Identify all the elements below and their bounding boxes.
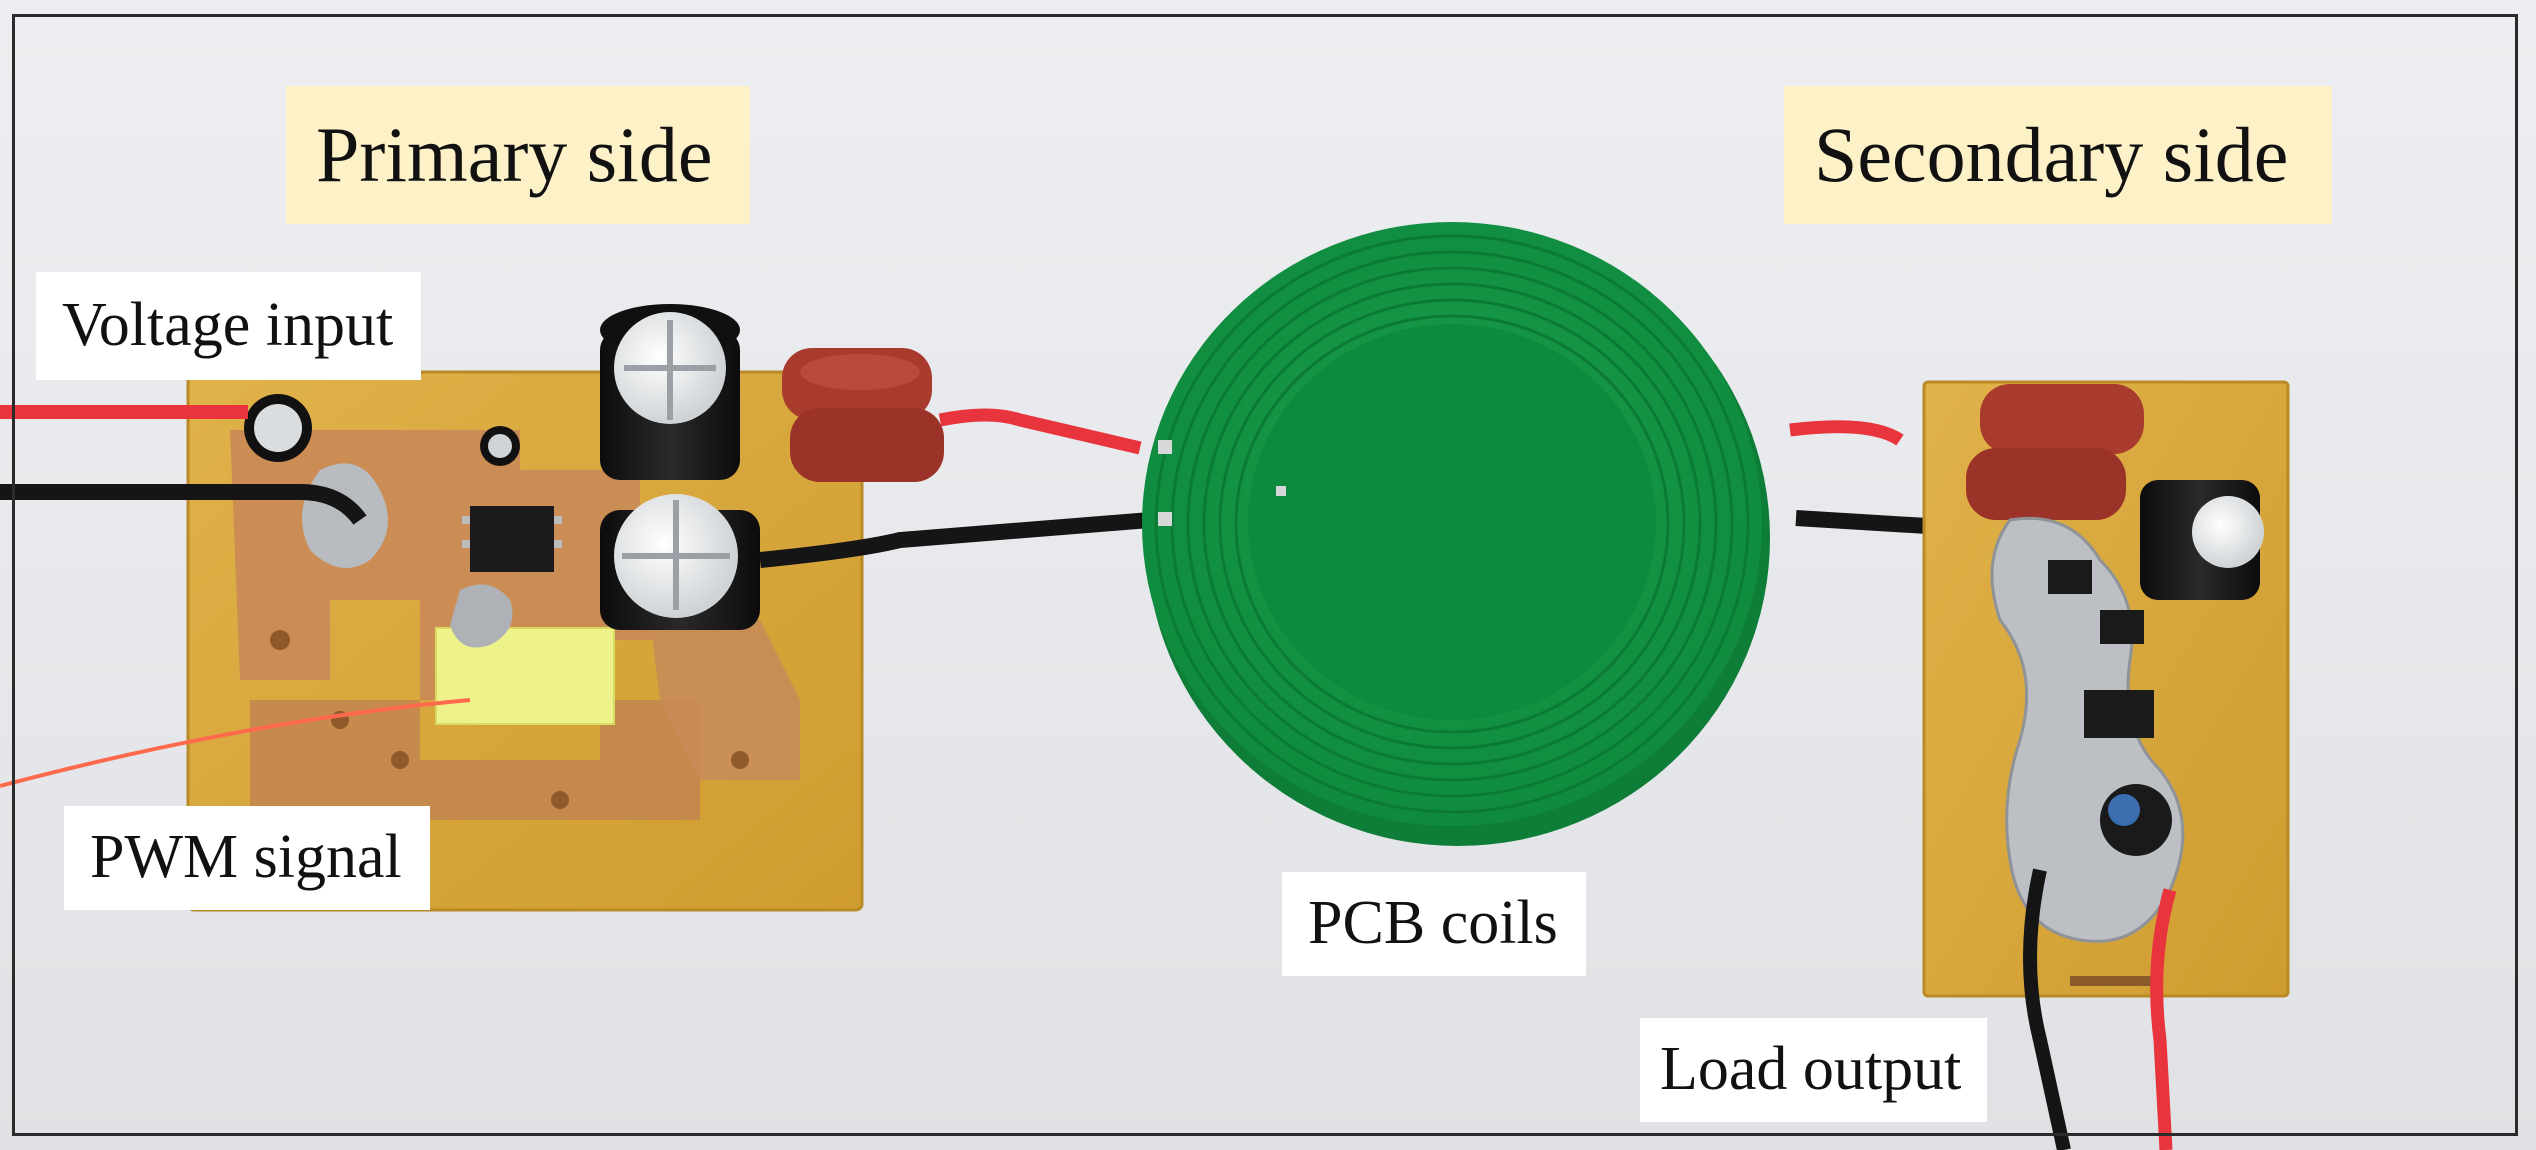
load-output-label: Load output [1640,1018,1988,1122]
primary-side-label: Primary side [286,86,751,224]
secondary-board [1789,380,2290,1150]
primary-wires [0,405,1151,788]
pcb-coils-label: PCB coils [1282,872,1586,976]
pcb-coil [1142,222,1770,846]
pwm-signal-label: PWM signal [64,806,430,910]
voltage-input-label: Voltage input [36,272,422,380]
secondary-side-label: Secondary side [1784,86,2333,224]
